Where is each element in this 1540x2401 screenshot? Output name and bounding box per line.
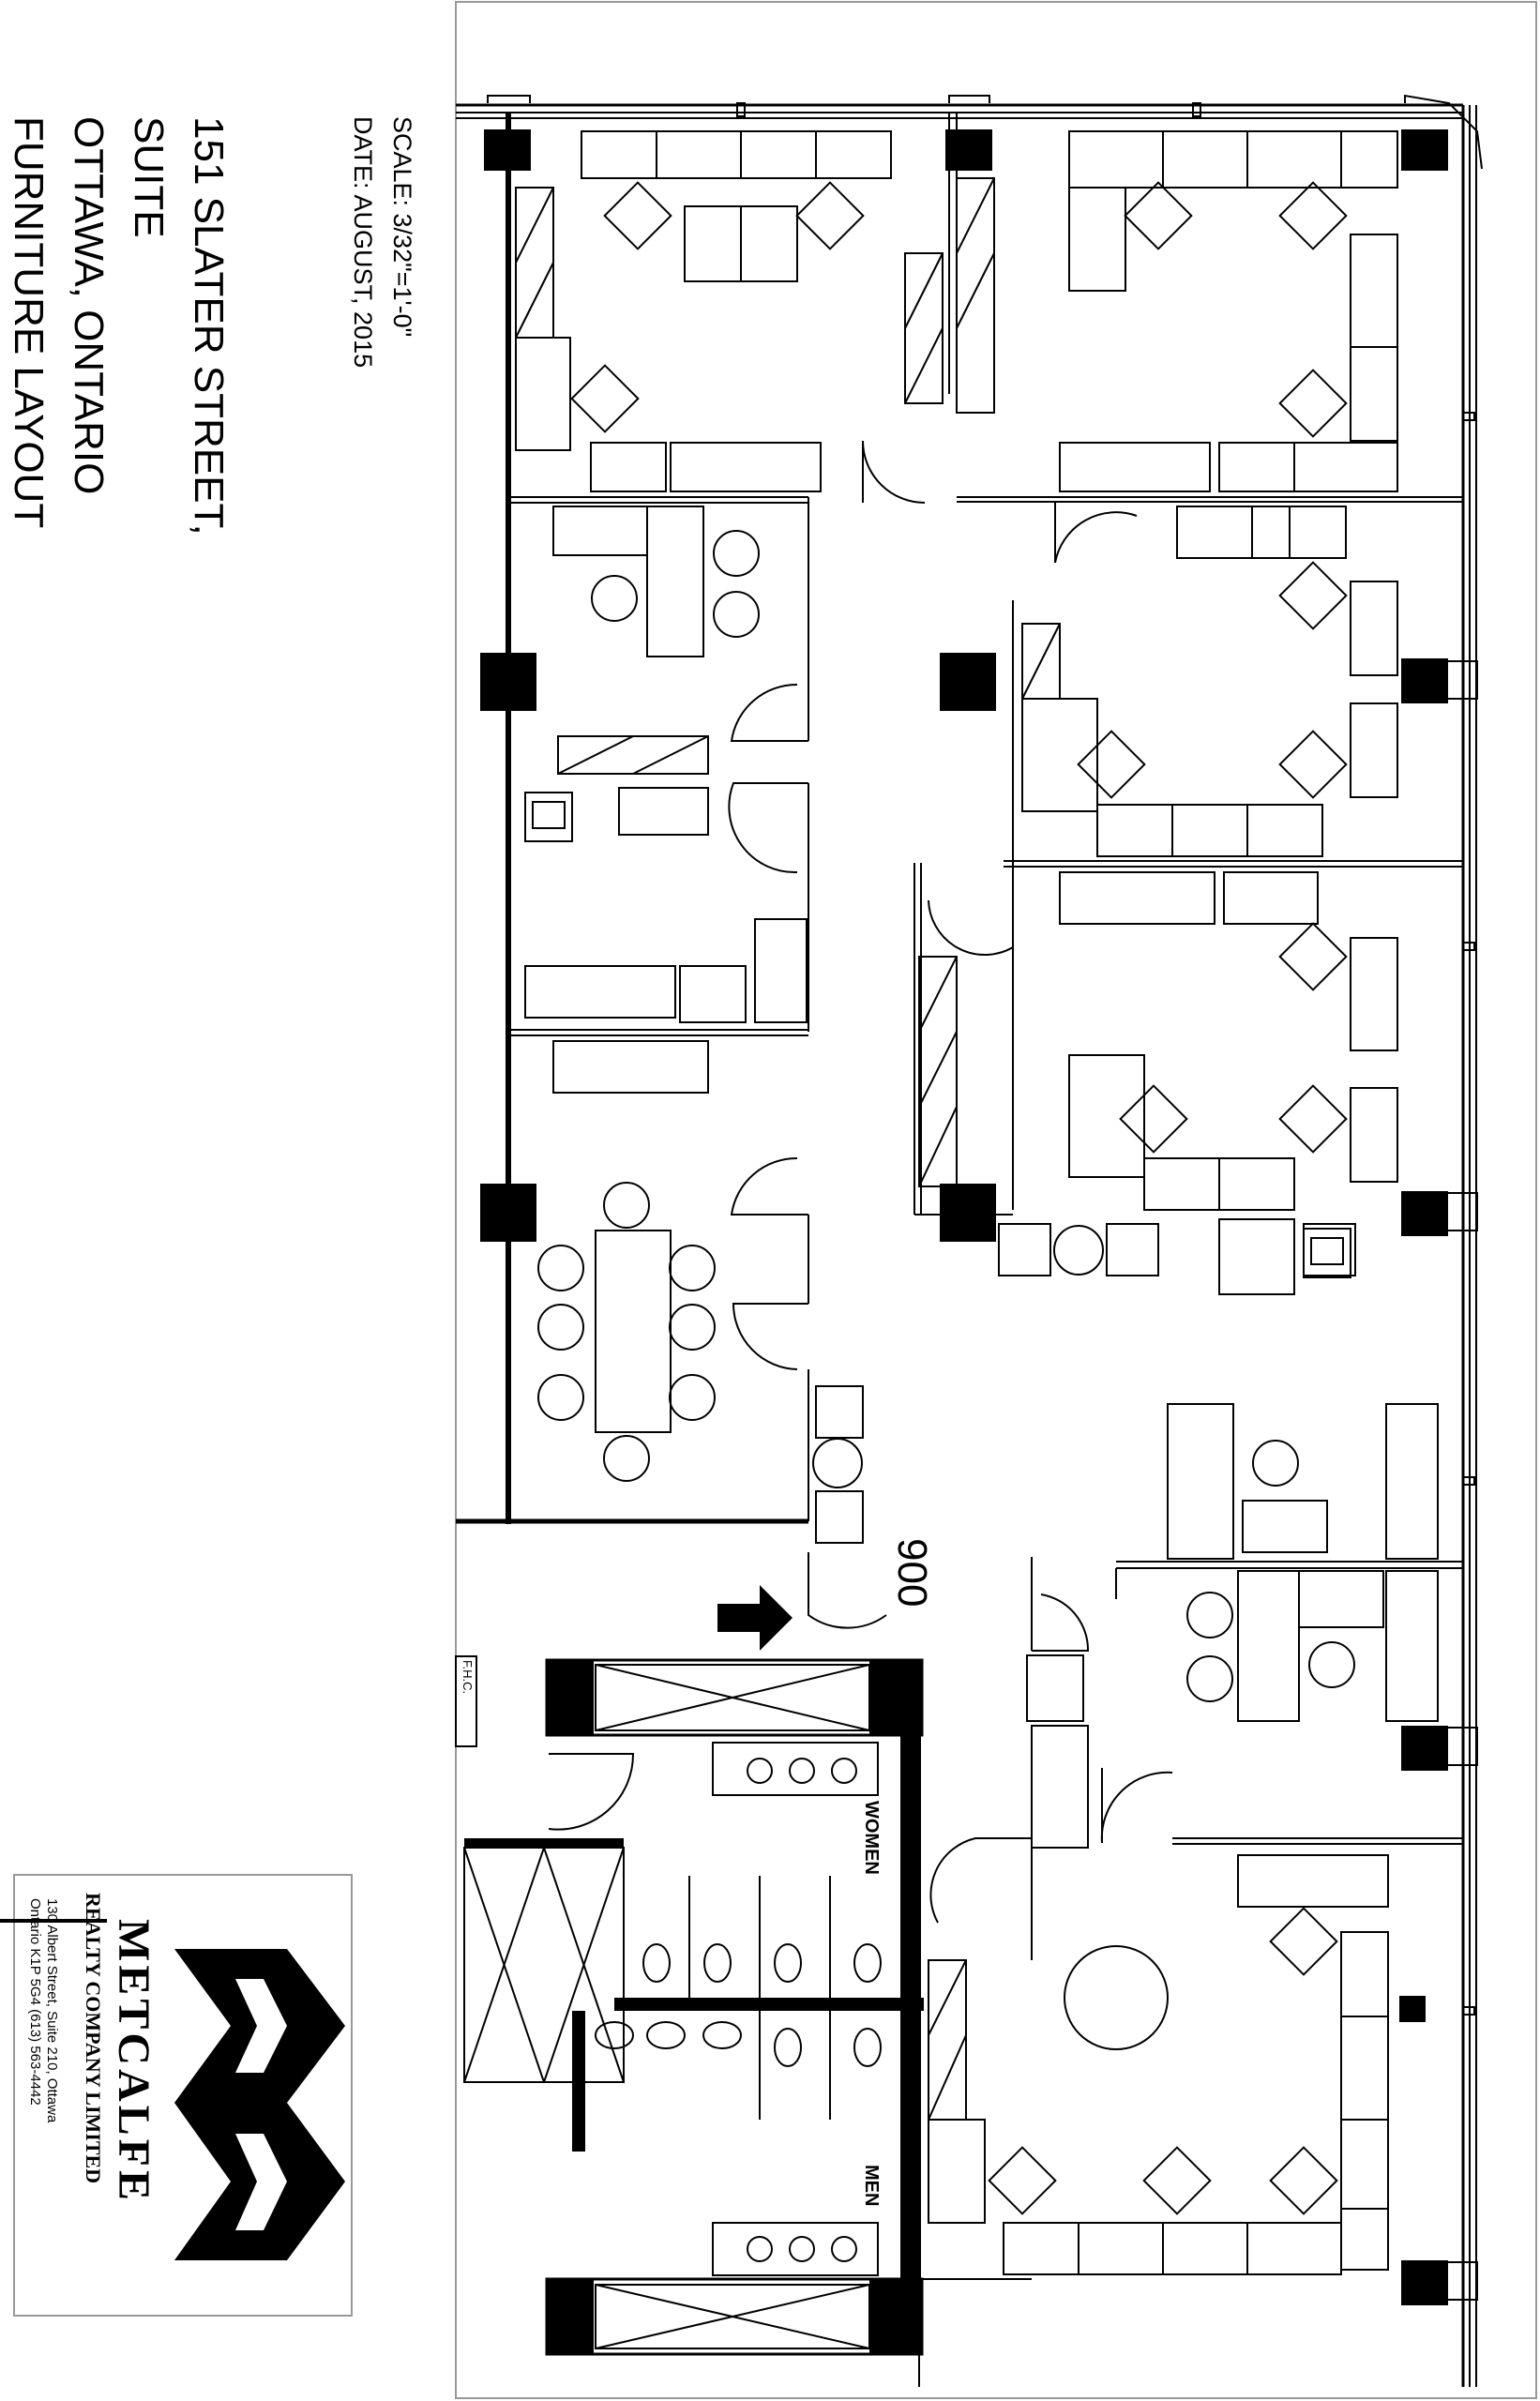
metcalfe-logo-icon [174,1949,345,2260]
logo-company: REALTY COMPANY LIMITED [82,1893,105,2184]
logo-address2: Ontario K1P 5G4 (613) 563-4442 [27,1898,43,2106]
core-walls [464,1660,924,2354]
logo-name: METCALFE [109,1919,159,2205]
city-line: OTTAWA, ONTARIO [66,116,112,495]
structural-columns [480,129,1448,2305]
washroom-fixtures [595,1742,882,2276]
scale-label: SCALE: 3/32"=1'-0" [388,116,416,338]
suite-number: 900 [889,1538,935,1608]
column-brackets [487,94,1483,2301]
exterior-wall-right [1461,105,1477,2387]
furniture-desks [515,130,1439,2275]
drawing-title: FURNITURE LAYOUT [6,116,52,529]
furniture-chairs [524,181,1355,2215]
address-line2: SUITE [126,116,172,238]
women-washroom-label: WOMEN [861,1801,882,1875]
window-mullions [736,102,1475,2016]
logo-address1: 130 Albert Street, Suite 210, Ottawa [44,1898,60,2123]
men-washroom-label: MEN [861,2165,882,2207]
entry-arrow-icon [717,1585,793,1651]
exterior-wall-top [456,103,1463,119]
logo-block: METCALFE REALTY COMPANY LIMITED 130 Albe… [0,1874,353,2317]
address-line1: 151 SLATER STREET, [186,116,232,536]
sheet-border [455,1,1537,2399]
fhc-label: F.H.C. [460,1660,475,1695]
doors [548,440,1173,1924]
date-label: DATE: AUGUST, 2015 [349,116,377,369]
fire-hose-cabinet [455,1655,477,1747]
